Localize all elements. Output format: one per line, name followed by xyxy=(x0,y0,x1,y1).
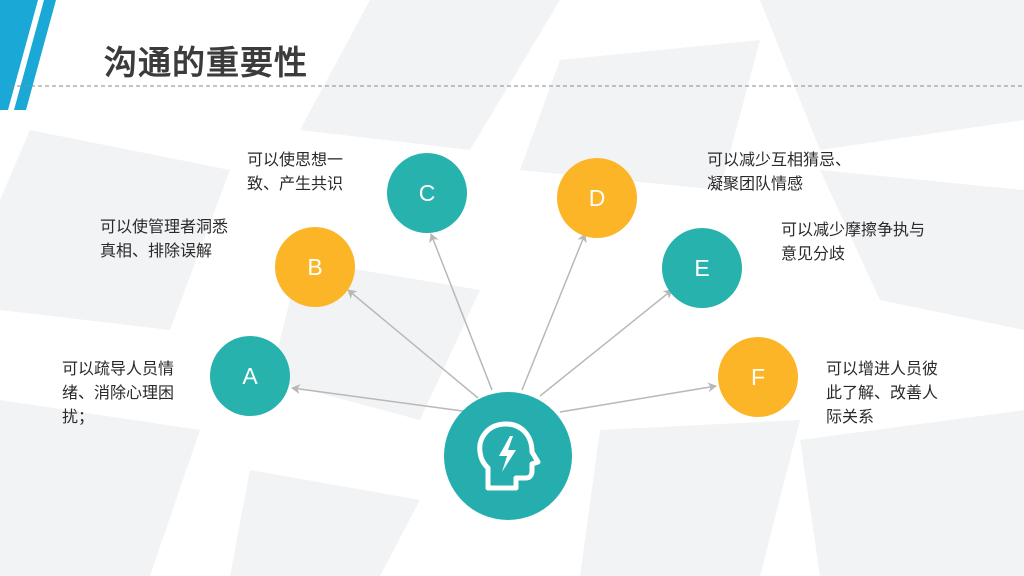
node-c: C xyxy=(387,153,467,233)
desc-a: 可以疏导人员情 绪、消除心理困 扰； xyxy=(62,357,174,429)
node-a: A xyxy=(210,336,290,416)
connectors xyxy=(291,233,717,413)
connector-a xyxy=(291,384,471,413)
desc-a-line1: 可以疏导人员情 xyxy=(62,359,175,378)
desc-c: 可以使思想一 致、产生共识 xyxy=(247,148,343,196)
page-title: 沟通的重要性 xyxy=(104,43,308,82)
node-b-letter: B xyxy=(307,253,323,280)
connector-c xyxy=(429,233,493,391)
accent-bar-right xyxy=(14,0,56,110)
desc-d-line1: 可以减少互相猜忌、 xyxy=(707,150,852,169)
desc-e: 可以减少摩擦争执与 意见分歧 xyxy=(781,218,925,266)
desc-f-line1: 可以增进人员彼 xyxy=(826,359,939,378)
node-d: D xyxy=(557,158,637,238)
desc-b: 可以使管理者洞悉 真相、排除误解 xyxy=(100,215,228,263)
connector-b xyxy=(347,289,479,399)
desc-b-line1: 可以使管理者洞悉 xyxy=(100,217,229,236)
node-d-letter: D xyxy=(588,184,606,211)
node-f-letter: F xyxy=(750,363,766,390)
desc-d: 可以减少互相猜忌、 凝聚团队情感 xyxy=(707,148,851,196)
connector-f xyxy=(559,382,717,413)
desc-a-line3: 扰； xyxy=(62,407,95,426)
desc-b-line2: 真相、排除误解 xyxy=(100,241,213,260)
desc-f-line2: 此了解、改善人 xyxy=(826,383,939,402)
node-c-letter: C xyxy=(418,179,436,206)
desc-a-line2: 绪、消除心理困 xyxy=(62,383,175,402)
connector-d xyxy=(521,233,587,391)
head-lightning-icon xyxy=(477,421,541,491)
node-b: B xyxy=(275,227,355,307)
desc-f-line3: 际关系 xyxy=(826,407,875,426)
center-hub xyxy=(444,392,572,520)
node-e-letter: E xyxy=(694,254,710,281)
connector-e xyxy=(539,289,673,397)
desc-d-line2: 凝聚团队情感 xyxy=(707,174,804,193)
desc-c-line2: 致、产生共识 xyxy=(247,174,344,193)
node-a-letter: A xyxy=(242,362,258,389)
desc-e-line1: 可以减少摩擦争执与 xyxy=(781,220,926,239)
desc-c-line1: 可以使思想一 xyxy=(247,150,344,169)
desc-f: 可以增进人员彼 此了解、改善人 际关系 xyxy=(826,357,938,429)
accent-bar-left xyxy=(0,0,38,110)
desc-e-line2: 意见分歧 xyxy=(781,244,846,263)
node-f: F xyxy=(718,337,798,417)
node-e: E xyxy=(662,228,742,308)
